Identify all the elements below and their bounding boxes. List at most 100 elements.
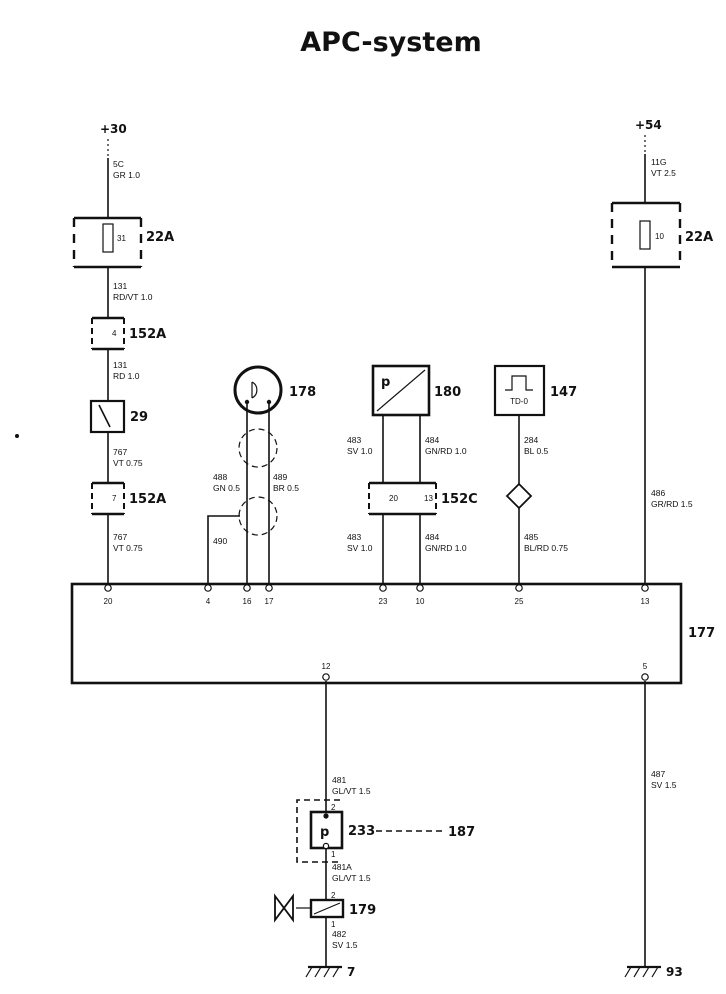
wire-488-spec: GN 0.5 [213, 483, 240, 493]
pin-node-12[interactable] [322, 673, 330, 681]
wire-486-num: 486 [651, 488, 665, 498]
pin-node-10[interactable] [416, 584, 424, 592]
pressure-switch-symbol: p [320, 825, 329, 840]
pin-node-20[interactable] [104, 584, 112, 592]
pressure-sensor-180[interactable]: p 180 [371, 364, 461, 417]
connector-pin-7: 7 [112, 494, 117, 503]
ground-branch-chain: 487 SV 1.5 93 [624, 681, 683, 979]
wire-483b-spec: SV 1.0 [347, 543, 373, 553]
connector-c-pin-13: 13 [424, 494, 433, 503]
fuse-box-22a-right[interactable]: 10 22A [610, 201, 713, 269]
diode-diamond-icon [505, 482, 533, 510]
pressure-switch-dashed-housing [296, 799, 340, 863]
pressure-symbol: p [381, 375, 390, 390]
lower-branch-chain: 481 GL/VT 1.5 p 2 1 233 187 481A GL/VT 1… [274, 681, 475, 979]
knock-sensor-178[interactable]: 178 [233, 365, 316, 415]
solenoid-valve-179[interactable]: 2 179 1 [274, 891, 376, 929]
fuse-box-label-left: 22A [146, 230, 174, 245]
pin-node-23[interactable] [379, 584, 387, 592]
pressure-switch-pin-1: 1 [331, 850, 336, 859]
tach-signal-text: TD-0 [510, 397, 528, 406]
pin-node-16[interactable] [243, 584, 251, 592]
pressure-sensor-label: 180 [434, 385, 461, 400]
wire-5c-spec: GR 1.0 [113, 170, 140, 180]
pin-label-4: 4 [206, 597, 211, 606]
wire-483b-num: 483 [347, 532, 361, 542]
wire-484a-spec: GN/RD 1.0 [425, 446, 467, 456]
valve-icon [274, 893, 294, 923]
wire-481-num: 481 [332, 775, 346, 785]
tach-signal-147[interactable]: TD-0 147 [493, 364, 577, 417]
wire-131a-spec: RD/VT 1.0 [113, 292, 153, 302]
pin-label-20: 20 [104, 597, 113, 606]
wire-490 [207, 515, 240, 584]
wire-489-spec: BR 0.5 [273, 483, 299, 493]
wire-767a-num: 767 [113, 447, 127, 457]
wire-11g-num: 11G [651, 157, 666, 167]
pressure-switch-pin-2: 2 [331, 803, 336, 812]
pressure-sensor-chain: p 180 483 SV 1.0 484 GN/RD 1.0 20 13 152… [347, 364, 478, 584]
wire-481a-spec: GL/VT 1.5 [332, 873, 371, 883]
wire-5c-num: 5C [113, 159, 124, 169]
shield-circle-upper [238, 428, 278, 468]
pin-label-5: 5 [643, 662, 648, 671]
pin-node-13[interactable] [641, 584, 649, 592]
connector-152a-upper[interactable]: 4 152A [91, 316, 166, 351]
pin-node-17[interactable] [265, 584, 273, 592]
connector-152a-lower-label: 152A [129, 492, 166, 507]
connector-152c[interactable]: 20 13 152C [368, 481, 478, 516]
wire-485-num: 485 [524, 532, 538, 542]
wire-484a-num: 484 [425, 435, 439, 445]
tach-signal-label: 147 [550, 385, 577, 400]
wire-487-num: 487 [651, 769, 665, 779]
shield-circle-lower [238, 496, 278, 536]
pin-label-12: 12 [322, 662, 331, 671]
wire-490-num: 490 [213, 536, 227, 546]
wire-481a-num: 481A [332, 862, 352, 872]
pressure-switch-ref: 187 [448, 825, 475, 840]
tach-signal-chain: TD-0 147 284 BL 0.5 485 BL/RD 0.75 [493, 364, 577, 584]
pressure-switch-233[interactable]: p 2 1 233 187 [296, 799, 475, 863]
wire-484b-num: 484 [425, 532, 439, 542]
fuse-box-22a-left[interactable]: 31 22A [72, 216, 174, 269]
connector-c-pin-20: 20 [389, 494, 398, 503]
fuse-number-31: 31 [117, 234, 126, 243]
wire-483a-spec: SV 1.0 [347, 446, 373, 456]
wire-481-spec: GL/VT 1.5 [332, 786, 371, 796]
diagram-title: APC-system [300, 27, 481, 58]
scan-speck [15, 434, 19, 438]
fuse-icon [639, 220, 651, 250]
solenoid-pin-2: 2 [331, 891, 336, 900]
ground-7: 7 [305, 965, 355, 979]
knock-sensor-chain: 178 488 GN 0.5 489 BR 0.5 490 [207, 365, 316, 584]
switch-29[interactable]: 29 [89, 399, 148, 434]
control-unit-label: 177 [688, 626, 715, 641]
fuse-number-10: 10 [655, 232, 664, 241]
connector-152a-lower[interactable]: 7 152A [91, 481, 166, 516]
wire-767a-spec: VT 0.75 [113, 458, 143, 468]
pin-label-13: 13 [641, 597, 650, 606]
pin-label-25: 25 [515, 597, 524, 606]
wire-482-num: 482 [332, 929, 346, 939]
solenoid-coil-icon [313, 902, 341, 915]
ground-7-label: 7 [347, 965, 355, 979]
right-supply-chain: +54 11G VT 2.5 10 22A 486 GR/RD 1.5 [610, 118, 713, 584]
left-supply-chain: +30 5C GR 1.0 31 22A 131 RD/VT 1.0 4 152… [72, 122, 174, 584]
wire-131b-num: 131 [113, 360, 127, 370]
pin-node-4[interactable] [204, 584, 212, 592]
switch-contact-icon [98, 404, 111, 428]
wire-11g-spec: VT 2.5 [651, 168, 676, 178]
switch-29-label: 29 [130, 410, 148, 425]
wire-488-num: 488 [213, 472, 227, 482]
wire-131a-num: 131 [113, 281, 127, 291]
wire-489-num: 489 [273, 472, 287, 482]
solenoid-label: 179 [349, 903, 376, 918]
pin-node-5[interactable] [641, 673, 649, 681]
control-unit-177[interactable]: 177 [70, 582, 715, 685]
terminal-plus54: +54 [635, 118, 662, 132]
sensor-coil-icon [251, 381, 258, 399]
ground-93-label: 93 [666, 965, 683, 979]
fuse-box-label-right: 22A [685, 230, 713, 245]
pin-node-25[interactable] [515, 584, 523, 592]
